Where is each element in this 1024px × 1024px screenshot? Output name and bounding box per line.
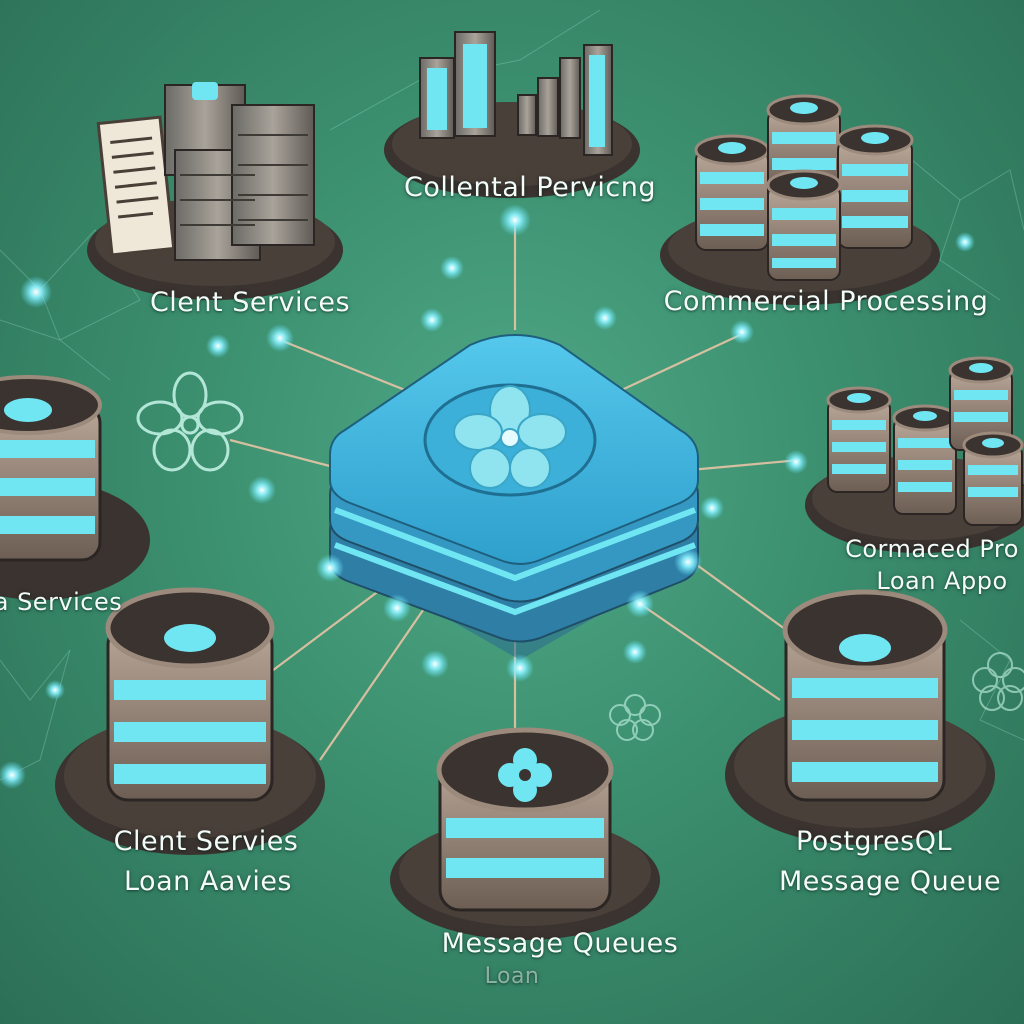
a-services-node [0, 375, 150, 600]
database-icon [766, 94, 842, 191]
central-hub [329, 334, 699, 660]
flower-outline-icon [609, 694, 661, 741]
collental-pervicng-label: Collental Pervicng [404, 172, 656, 203]
commercial-processing-label: Commercial Processing [663, 286, 989, 317]
cormaced-pro-node [805, 356, 1024, 553]
cormaced-pro-label-line1: Cormaced Pro [845, 535, 1019, 563]
message-queue-label-line2: Message Queue [778, 866, 1002, 897]
clent-servies-node [55, 587, 325, 855]
database-icon [694, 134, 770, 251]
commercial-processing-node [660, 94, 940, 305]
postgresql-node [725, 589, 995, 845]
message-queues-label-line1: Message Queues [441, 928, 679, 959]
database-icon [892, 404, 958, 515]
collental-pervicng-node [384, 31, 640, 198]
document-icon [96, 115, 176, 257]
database-icon [782, 589, 948, 802]
database-icon [105, 587, 275, 802]
flower-icon [453, 385, 567, 489]
message-queues-node [390, 727, 660, 940]
postgresql-label-line1: PostgresQL [795, 826, 953, 857]
loan-appo-label-line2: Loan Appo [876, 567, 1008, 595]
glow-nodes [0, 204, 975, 789]
server-building-icon [164, 82, 315, 261]
database-icon [836, 124, 914, 249]
clent-services-label: Clent Services [149, 287, 351, 318]
flower-outline-icon [972, 652, 1024, 711]
loan-aavies-label-line2: Loan Aavies [123, 866, 293, 897]
clent-services-node [87, 82, 343, 300]
database-icon [826, 386, 892, 493]
flower-icon [498, 748, 552, 802]
loan-label-line2: Loan [484, 964, 540, 989]
bar-chart-icon [517, 44, 613, 156]
database-icon [962, 431, 1024, 526]
document-stack-icon [419, 31, 496, 139]
database-icon [0, 375, 102, 562]
clent-servies-label-line1: Clent Servies [113, 826, 299, 857]
database-icon [436, 727, 614, 912]
database-icon [766, 169, 842, 281]
a-services-label: a Services [0, 588, 123, 616]
database-icon [948, 356, 1014, 451]
flower-outline-icon [136, 371, 244, 472]
